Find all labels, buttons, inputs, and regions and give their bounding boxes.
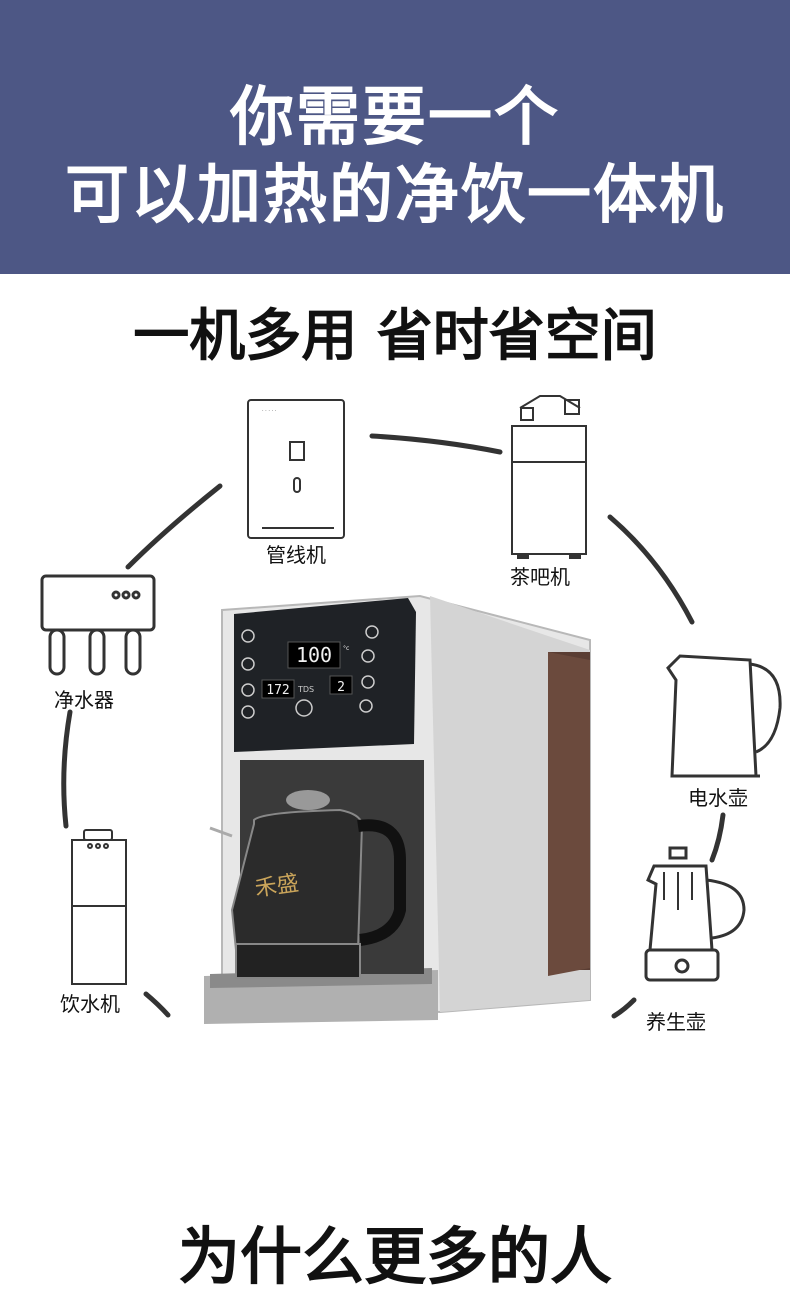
water-dispenser-icon [71,829,127,985]
label-tea-bar: 茶吧机 [510,565,570,589]
label-water-purifier: 净水器 [54,688,114,712]
header-banner: 你需要一个 可以加热的净饮一体机 [0,0,790,274]
pipeline-machine-icon: · · · · · [247,399,345,539]
tea-bar-icon [511,395,587,559]
tds-value: 172 [266,683,289,698]
water-dispenser-machine [204,594,591,1024]
arc-segment [607,514,695,625]
tds-label: TDS [297,685,314,694]
temperature-unit: °c [343,645,349,652]
arc-segment [143,991,171,1018]
label-health-pot: 养生壶 [646,1010,706,1034]
arc-segment [611,997,637,1019]
arc-segment [709,812,726,863]
svg-text:· · · · ·: · · · · · [262,408,277,414]
kettle-logo: 禾盛 [253,871,300,902]
connector-arcs [61,433,726,1019]
arc-segment [125,483,223,570]
electric-kettle-icon [666,654,782,778]
label-water-dispenser: 饮水机 [60,992,120,1016]
count-display: 2 [337,680,345,695]
label-pipeline-machine: 管线机 [266,543,326,567]
arc-segment [61,709,73,829]
banner-title-line-2: 可以加热的净饮一体机 [65,159,725,233]
label-electric-kettle: 电水壶 [688,786,748,810]
health-pot-icon [644,846,746,982]
subtitle: 一机多用 省时省空间 [133,304,657,369]
bottom-heading: 为什么更多的人 [177,1220,612,1293]
arc-segment [369,433,503,455]
water-purifier-icon [40,574,156,676]
temperature-display: 100 [296,643,332,667]
banner-title-line-1: 你需要一个 [230,81,560,155]
